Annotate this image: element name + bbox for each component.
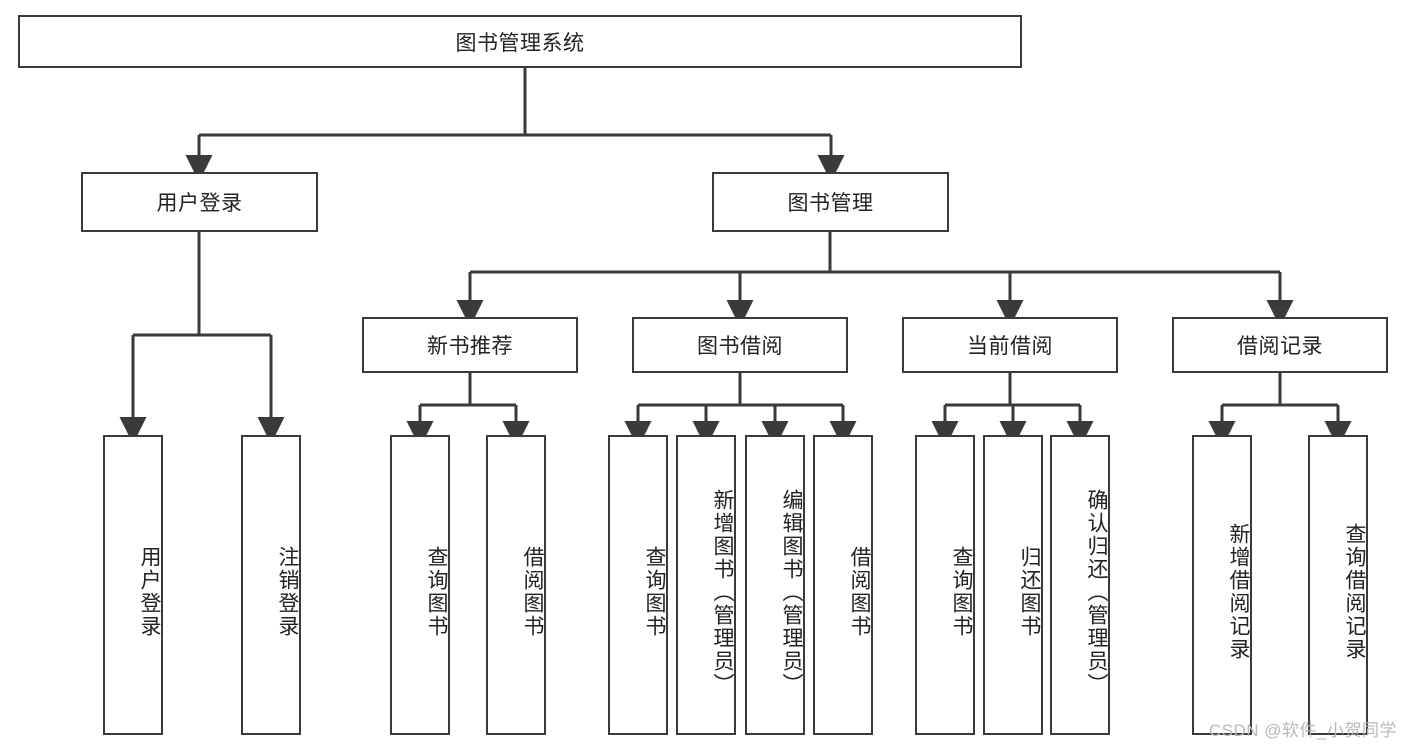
leaf-book-borrow-edit-book-admin[interactable]: 编辑图书（管理员） xyxy=(745,435,805,735)
leaf-user-login-logout[interactable]: 注销登录 xyxy=(241,435,301,735)
node-label: 新增图书（管理员） xyxy=(711,488,734,696)
node-label: 查询借阅记录 xyxy=(1343,523,1366,661)
node-label: 查询图书 xyxy=(425,546,448,638)
node-label: 归还图书 xyxy=(1018,546,1041,638)
leaf-current-borrow-confirm-return-admin[interactable]: 确认归还（管理员） xyxy=(1050,435,1110,735)
node-label: 查询图书 xyxy=(643,546,666,638)
csdn-watermark: CSDN @软件_小贺同学 xyxy=(1208,721,1397,740)
leaf-book-borrow-borrow-book[interactable]: 借阅图书 xyxy=(813,435,873,735)
node-new-book-recommend[interactable]: 新书推荐 xyxy=(362,317,578,373)
node-root-book-management-system[interactable]: 图书管理系统 xyxy=(18,15,1022,68)
node-book-management[interactable]: 图书管理 xyxy=(712,172,949,232)
node-label: 图书借阅 xyxy=(697,335,783,358)
node-label: 图书管理 xyxy=(787,192,874,215)
node-label: 用户登录 xyxy=(156,192,243,215)
node-label: 新书推荐 xyxy=(427,335,513,358)
leaf-borrow-record-query-record[interactable]: 查询借阅记录 xyxy=(1308,435,1368,735)
node-user-login[interactable]: 用户登录 xyxy=(81,172,318,232)
node-current-borrow[interactable]: 当前借阅 xyxy=(902,317,1118,373)
node-label: 借阅图书 xyxy=(521,546,544,638)
node-label: 借阅图书 xyxy=(848,546,871,638)
node-label: 查询图书 xyxy=(950,546,973,638)
leaf-current-borrow-return-book[interactable]: 归还图书 xyxy=(983,435,1043,735)
leaf-user-login-login[interactable]: 用户登录 xyxy=(103,435,163,735)
node-label: 图书管理系统 xyxy=(455,31,585,55)
leaf-current-borrow-query-book[interactable]: 查询图书 xyxy=(915,435,975,735)
node-label: 新增借阅记录 xyxy=(1227,523,1250,661)
node-label: 当前借阅 xyxy=(967,335,1053,358)
node-label: 编辑图书（管理员） xyxy=(780,488,803,696)
node-borrow-record[interactable]: 借阅记录 xyxy=(1172,317,1388,373)
leaf-book-borrow-add-book-admin[interactable]: 新增图书（管理员） xyxy=(676,435,736,735)
leaf-new-book-borrow-book[interactable]: 借阅图书 xyxy=(486,435,546,735)
leaf-new-book-query-book[interactable]: 查询图书 xyxy=(390,435,450,735)
node-label: 借阅记录 xyxy=(1237,335,1323,358)
node-book-borrow[interactable]: 图书借阅 xyxy=(632,317,848,373)
leaf-borrow-record-add-record[interactable]: 新增借阅记录 xyxy=(1192,435,1252,735)
node-label: 注销登录 xyxy=(276,546,299,638)
node-label: 确认归还（管理员） xyxy=(1085,488,1108,696)
node-label: 用户登录 xyxy=(138,546,161,638)
leaf-book-borrow-query-book[interactable]: 查询图书 xyxy=(608,435,668,735)
